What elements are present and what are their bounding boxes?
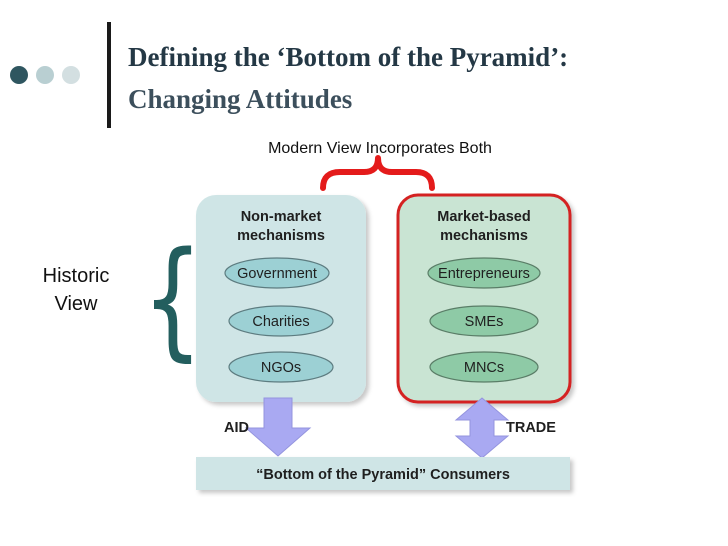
decoration-dot-light (36, 66, 54, 84)
government-label: Government (237, 266, 317, 282)
mncs-label: MNCs (464, 360, 504, 376)
aid-arrow (244, 397, 312, 457)
modern-view-brace (320, 155, 435, 191)
smes-pill (429, 305, 539, 337)
consumers-bar (196, 457, 570, 490)
non-market-title-line2: mechanisms (237, 228, 325, 244)
consumers-label: “Bottom of the Pyramid” Consumers (256, 467, 510, 483)
charities-pill (228, 305, 334, 337)
charities-label: Charities (252, 314, 309, 330)
non-market-title-line1: Non-market (241, 209, 322, 225)
aid-label: AID (224, 420, 249, 436)
trade-arrow (454, 397, 510, 459)
modern-view-label: Modern View Incorporates Both (268, 140, 492, 157)
mncs-pill (429, 351, 539, 383)
market-panel: Market-based mechanisms Entrepreneurs SM… (396, 193, 572, 404)
entrepreneurs-pill (427, 257, 541, 289)
slide-decoration-dots (10, 66, 80, 84)
market-title-line1: Market-based (437, 209, 530, 225)
slide-title: Defining the ‘Bottom of the Pyramid’: (128, 42, 569, 72)
market-title-line2: mechanisms (440, 228, 528, 244)
ngos-pill (228, 351, 334, 383)
trade-label: TRADE (506, 420, 556, 436)
decoration-dot-lighter (62, 66, 80, 84)
non-market-panel: Non-market mechanisms Government Chariti… (196, 195, 366, 402)
title-divider (107, 22, 111, 128)
government-pill (224, 257, 330, 289)
decoration-dot-dark (10, 66, 28, 84)
smes-label: SMEs (465, 314, 504, 330)
non-market-panel-box (196, 195, 366, 402)
slide-subtitle: Changing Attitudes (128, 84, 353, 114)
entrepreneurs-label: Entrepreneurs (438, 266, 530, 282)
ngos-label: NGOs (261, 360, 301, 376)
historic-view-label: Historic View (42, 265, 110, 315)
